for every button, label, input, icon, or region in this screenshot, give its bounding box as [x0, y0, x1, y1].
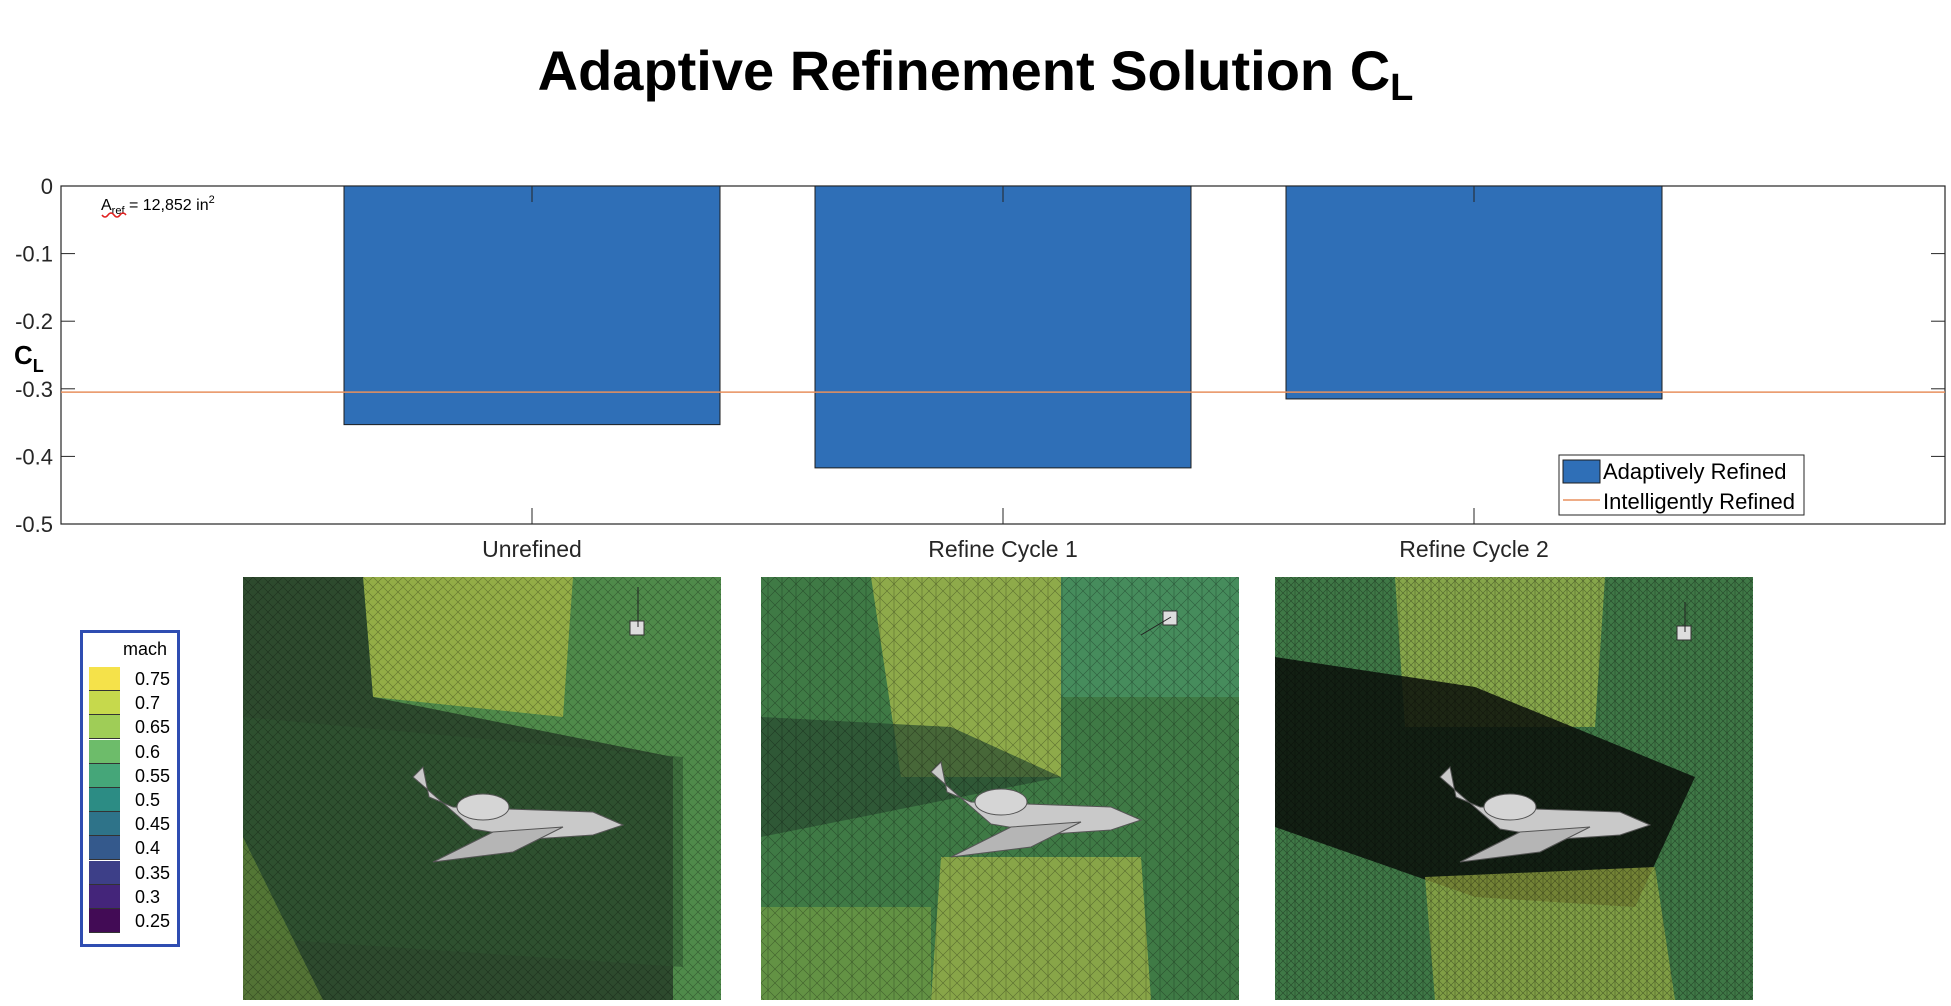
legend: Adaptively Refined Intelligently Refined [1558, 454, 1805, 516]
x-tick-label-1: Refine Cycle 1 [928, 536, 1078, 562]
colorbar-level: 0.75 [89, 667, 175, 691]
mach-colorbar: mach 0.75 0.7 0.65 0.6 0.55 0.5 0.45 0.4 0.35 0.3… [80, 630, 180, 947]
colorbar-level: 0.45 [89, 812, 175, 837]
colorbar-label: 0.5 [135, 790, 161, 810]
colorbar-level: 0.25 [89, 909, 175, 933]
legend-label-line: Intelligently Refined [1603, 489, 1795, 514]
aref-text: = 12,852 in [125, 197, 209, 214]
colorbar-level: 0.6 [89, 739, 175, 764]
svg-text:Aref = 12,852 in2: Aref = 12,852 in2 [101, 194, 215, 217]
colorbar-swatch [89, 763, 120, 788]
colorbar-level: 0.55 [89, 763, 175, 788]
colorbar-label: 0.45 [135, 814, 171, 835]
colorbar-level: 0.3 [89, 884, 175, 909]
colorbar-swatch [89, 909, 120, 933]
colorbar-swatch [89, 836, 120, 861]
colorbar-swatch [89, 812, 120, 837]
aref-a: A [101, 197, 112, 214]
bar-0 [343, 185, 721, 426]
x-tick-label-2: Refine Cycle 2 [1399, 536, 1549, 562]
colorbar-swatch [89, 667, 120, 691]
axis-triad-icon [1140, 610, 1178, 636]
colorbar-level: 0.65 [89, 715, 175, 740]
colorbar-label: 0.3 [135, 886, 161, 907]
aircraft-icon [930, 760, 1143, 858]
aircraft-icon [1439, 765, 1652, 863]
axis-triad-icon [1676, 602, 1692, 641]
y-tick-label-0: 0 [41, 174, 53, 199]
colorbar-level: 0.5 [89, 788, 175, 812]
y-tick-label-5: -0.5 [15, 512, 53, 537]
aircraft-icon [412, 765, 625, 863]
colorbar-label: 0.65 [135, 717, 171, 738]
panel-unrefined [243, 577, 721, 1000]
colorbar-level: 0.7 [89, 691, 175, 716]
y-tick-label-2: -0.2 [15, 309, 53, 334]
legend-swatch-bar [1562, 459, 1601, 484]
colorbar-swatch [89, 884, 120, 909]
colorbar-label: 0.7 [135, 693, 161, 714]
colorbar-swatch [89, 788, 120, 812]
colorbar-label: 0.6 [135, 741, 161, 762]
y-tick-label-1: -0.1 [15, 242, 53, 267]
bar-2 [1285, 185, 1663, 400]
colorbar-level: 0.35 [89, 860, 175, 885]
y-axis-label: CL [14, 340, 44, 376]
page-title: Adaptive Refinement Solution CL [537, 39, 1414, 109]
colorbar-swatch [89, 860, 120, 885]
colorbar-label: 0.25 [135, 911, 171, 931]
panel-refine-cycle-2 [1275, 577, 1753, 1000]
colorbar-label: 0.75 [135, 669, 171, 689]
colorbar-title: mach [123, 639, 168, 659]
y-tick-label-3: -0.3 [15, 377, 53, 402]
axis-triad-icon [629, 587, 645, 636]
legend-label-bar: Adaptively Refined [1603, 459, 1786, 484]
x-tick-label-0: Unrefined [482, 536, 582, 562]
colorbar-swatch [89, 715, 120, 740]
colorbar-level: 0.4 [89, 836, 175, 861]
annotation-aref: Aref = 12,852 in2 [101, 194, 215, 218]
bar-1 [814, 185, 1192, 469]
aref-sup: 2 [209, 194, 215, 206]
colorbar-label: 0.4 [135, 838, 161, 859]
y-tick-label-4: -0.4 [15, 444, 53, 469]
colorbar-swatch [89, 739, 120, 764]
colorbar-swatch [89, 691, 120, 716]
colorbar-label: 0.55 [135, 765, 171, 786]
panel-refine-cycle-1 [761, 577, 1239, 1000]
colorbar-label: 0.35 [135, 862, 171, 883]
